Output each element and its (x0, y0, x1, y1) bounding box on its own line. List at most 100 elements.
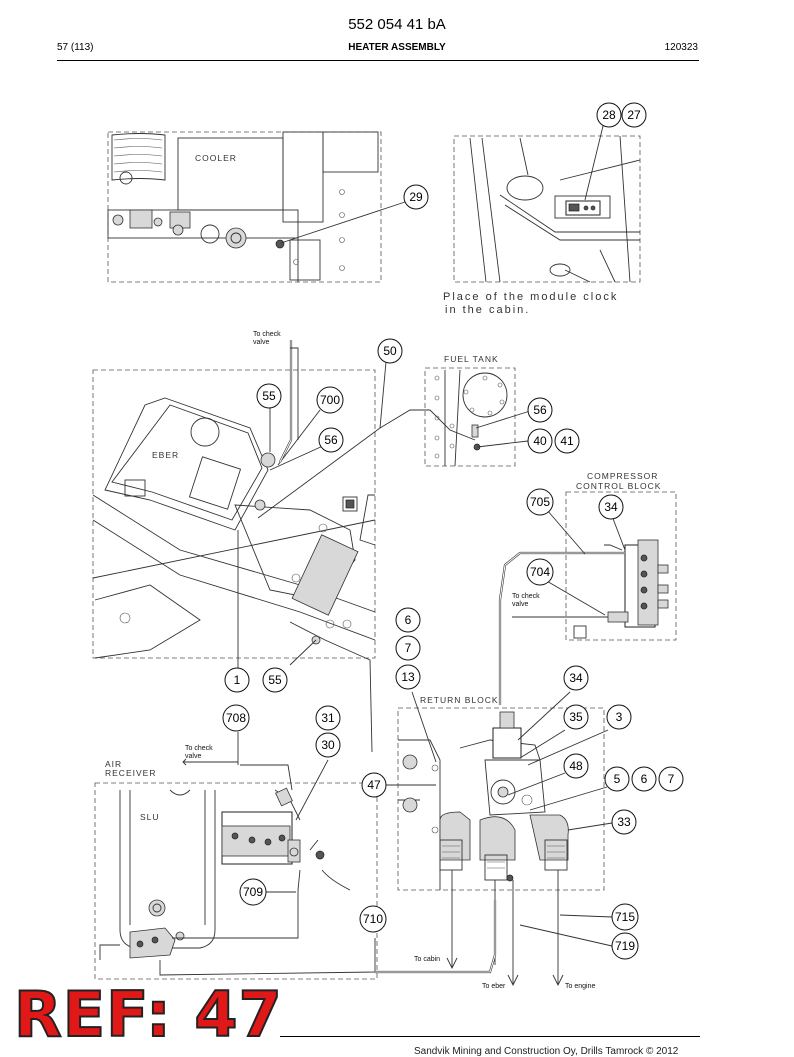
svg-text:56: 56 (533, 403, 547, 417)
note-to-eber: To eber (482, 983, 506, 990)
svg-text:47: 47 (367, 778, 381, 792)
fuel-tank-view: FUEL TANK (424, 354, 531, 467)
svg-text:56: 56 (324, 433, 338, 447)
ref-stamp: REF: 47 (13, 978, 283, 1051)
svg-text:708: 708 (226, 711, 246, 725)
note-to-engine: To engine (565, 983, 595, 990)
callout-710: 710 (359, 905, 387, 933)
note-module-clock-line1: Place of the module clock (443, 291, 618, 303)
label-receiver: RECEIVER (105, 768, 156, 778)
label-slu: SLU (140, 812, 160, 822)
svg-text:705: 705 (530, 495, 550, 509)
callout-55-bottom: 55 (262, 667, 288, 693)
callout-29: 29 (403, 184, 429, 210)
callout-6-right: 6 (631, 766, 657, 792)
svg-text:709: 709 (243, 885, 263, 899)
return-block-view: RETURN BLOCK To cabin To eber To engine (385, 691, 613, 990)
svg-text:40: 40 (533, 434, 547, 448)
callout-34-ccb: 34 (598, 494, 624, 520)
note-to-check-valve-1: To check (253, 331, 281, 338)
callout-47: 47 (361, 772, 387, 798)
page-title: HEATER ASSEMBLY (348, 42, 446, 53)
svg-text:6: 6 (641, 772, 648, 786)
callout-704: 704 (526, 558, 554, 586)
callout-709: 709 (239, 878, 267, 906)
callout-7-left: 7 (395, 635, 421, 661)
label-cooler: COOLER (195, 153, 237, 163)
eber-heater-view: EBER (92, 369, 376, 753)
svg-text:valve: valve (253, 339, 269, 346)
callout-56-eber: 56 (318, 427, 344, 453)
callout-27: 27 (621, 102, 647, 128)
note-module-clock-line2: in the cabin. (445, 304, 530, 316)
svg-text:719: 719 (615, 939, 635, 953)
svg-text:7: 7 (668, 772, 675, 786)
callout-34-return: 34 (563, 665, 589, 691)
callout-30: 30 (315, 732, 341, 758)
callout-7-right: 7 (658, 766, 684, 792)
callout-6-left: 6 (395, 607, 421, 633)
svg-text:34: 34 (604, 500, 618, 514)
svg-text:3: 3 (616, 710, 623, 724)
callout-719: 719 (611, 932, 639, 960)
svg-text:35: 35 (569, 710, 583, 724)
callout-35: 35 (563, 704, 589, 730)
air-receiver-view: AIR RECEIVER SLU To check valve (94, 732, 497, 980)
callout-31: 31 (315, 705, 341, 731)
cabin-module-clock-view: Place of the module clock in the cabin. (443, 125, 641, 316)
callout-5: 5 (604, 766, 630, 792)
callout-33: 33 (611, 809, 637, 835)
svg-text:41: 41 (560, 434, 574, 448)
svg-text:13: 13 (401, 670, 415, 684)
svg-text:5: 5 (614, 772, 621, 786)
label-compressor-line2: CONTROL BLOCK (576, 481, 661, 491)
svg-text:29: 29 (409, 190, 423, 204)
svg-text:715: 715 (615, 910, 635, 924)
note-to-check-valve-3: To check (185, 745, 213, 752)
svg-text:27: 27 (627, 108, 641, 122)
cooler-view: COOLER (107, 131, 406, 283)
document-number: 552 054 41 bA (348, 16, 446, 33)
callout-13: 13 (395, 664, 421, 690)
callout-55-top: 55 (256, 383, 282, 409)
callout-708: 708 (222, 704, 250, 732)
svg-text:700: 700 (320, 393, 340, 407)
svg-text:34: 34 (569, 671, 583, 685)
svg-text:55: 55 (268, 673, 282, 687)
note-to-check-valve-2: To check (512, 593, 540, 600)
svg-text:50: 50 (383, 344, 397, 358)
svg-text:33: 33 (617, 815, 631, 829)
label-air: AIR (105, 759, 122, 769)
callout-41: 41 (554, 428, 580, 454)
label-compressor-line1: COMPRESSOR (587, 471, 658, 481)
label-fuel-tank: FUEL TANK (444, 354, 499, 364)
svg-text:28: 28 (602, 108, 616, 122)
svg-text:7: 7 (405, 641, 412, 655)
callout-700: 700 (316, 386, 344, 414)
label-eber: EBER (152, 450, 179, 460)
callout-1: 1 (224, 667, 250, 693)
callout-56-tank: 56 (527, 397, 553, 423)
callout-705: 705 (526, 488, 554, 516)
svg-text:31: 31 (321, 711, 335, 725)
callout-50: 50 (377, 338, 403, 364)
svg-text:48: 48 (569, 759, 583, 773)
compressor-control-block-view: COMPRESSOR CONTROL BLOCK To check valve (498, 471, 677, 705)
callout-715: 715 (611, 903, 639, 931)
svg-text:704: 704 (530, 565, 550, 579)
label-return-block: RETURN BLOCK (420, 695, 499, 705)
callout-3: 3 (606, 704, 632, 730)
footer-copyright: Sandvik Mining and Construction Oy, Dril… (414, 1046, 679, 1057)
footer-divider (280, 1036, 700, 1037)
svg-text:6: 6 (405, 613, 412, 627)
svg-text:30: 30 (321, 738, 335, 752)
note-to-cabin: To cabin (414, 956, 440, 963)
document-date: 120323 (664, 42, 698, 53)
callout-48: 48 (563, 753, 589, 779)
callouts: 28 27 29 50 55 700 56 56 40 41 705 34 70… (222, 102, 684, 960)
svg-text:710: 710 (363, 912, 383, 926)
svg-text:55: 55 (262, 389, 276, 403)
svg-text:valve: valve (512, 601, 528, 608)
header-divider (57, 60, 699, 61)
